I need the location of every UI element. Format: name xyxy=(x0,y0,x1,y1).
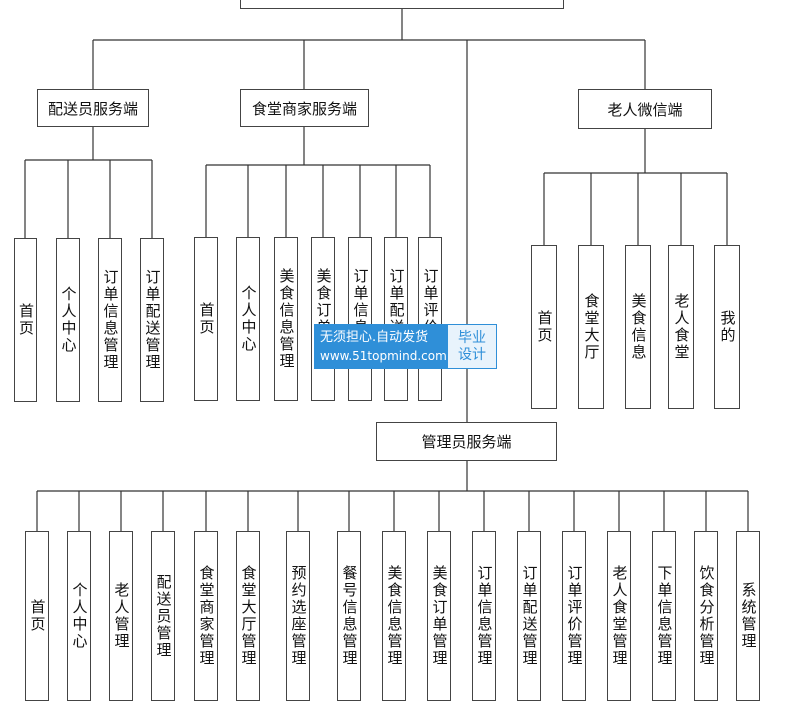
admin-child-seat-reservation-mgmt: 预约选座管理 xyxy=(286,531,310,701)
watermark-badge: 毕业 设计 xyxy=(447,324,497,369)
merchant-child-order-info: 订单信息管理 xyxy=(348,237,372,401)
merchant-child-home: 首页 xyxy=(194,237,218,401)
watermark-slogan: 无须担心.自动发货 xyxy=(320,329,429,345)
merchant-child-order-review: 订单评价管理 xyxy=(418,237,442,401)
merchant-child-order-delivery: 订单配送管理 xyxy=(384,237,408,401)
elder-child-elder-canteen: 老人食堂 xyxy=(668,245,694,409)
admin-child-diet-analysis-mgmt: 饮食分析管理 xyxy=(694,531,718,701)
watermark-badge-line1: 毕业 xyxy=(458,329,486,346)
admin-child-meal-number-mgmt: 餐号信息管理 xyxy=(337,531,361,701)
admin-child-home: 首页 xyxy=(25,531,49,701)
admin-child-courier-mgmt: 配送员管理 xyxy=(151,531,175,701)
elder-child-home: 首页 xyxy=(531,245,557,409)
courier-child-profile: 个人中心 xyxy=(56,238,80,402)
watermark-text-block: 无须担心.自动发货 www.51topmind.com xyxy=(314,324,447,369)
merchant-child-profile: 个人中心 xyxy=(236,237,260,401)
root-node xyxy=(240,0,564,9)
elder-child-food-info: 美食信息 xyxy=(625,245,651,409)
watermark-badge-line2: 设计 xyxy=(458,346,486,363)
admin-child-order-placement-mgmt: 下单信息管理 xyxy=(652,531,676,701)
courier-child-order-info: 订单信息管理 xyxy=(98,238,122,402)
merchant-child-food-info: 美食信息管理 xyxy=(274,237,298,401)
admin-child-system-mgmt: 系统管理 xyxy=(736,531,760,701)
courier-child-home: 首页 xyxy=(14,238,37,402)
admin-child-merchant-mgmt: 食堂商家管理 xyxy=(194,531,218,701)
admin-child-canteen-hall-mgmt: 食堂大厅管理 xyxy=(236,531,260,701)
admin-child-profile: 个人中心 xyxy=(67,531,91,701)
admin-service-node: 管理员服务端 xyxy=(376,422,557,461)
admin-child-elder-mgmt: 老人管理 xyxy=(109,531,133,701)
admin-child-food-info-mgmt: 美食信息管理 xyxy=(382,531,406,701)
elder-child-mine: 我的 xyxy=(714,245,740,409)
admin-child-order-info-mgmt: 订单信息管理 xyxy=(472,531,496,701)
admin-child-food-order-mgmt: 美食订单管理 xyxy=(427,531,451,701)
courier-service-node: 配送员服务端 xyxy=(37,89,149,127)
watermark-url: www.51topmind.com xyxy=(320,348,447,363)
merchant-service-node: 食堂商家服务端 xyxy=(240,89,369,127)
admin-child-elder-canteen-mgmt: 老人食堂管理 xyxy=(607,531,631,701)
admin-child-order-delivery-mgmt: 订单配送管理 xyxy=(517,531,541,701)
elder-wechat-node: 老人微信端 xyxy=(578,89,712,129)
admin-child-order-review-mgmt: 订单评价管理 xyxy=(562,531,586,701)
watermark-banner: 无须担心.自动发货 www.51topmind.com 毕业 设计 xyxy=(314,324,497,369)
merchant-child-food-order: 美食订单管理 xyxy=(311,237,335,401)
courier-child-order-delivery: 订单配送管理 xyxy=(140,238,164,402)
elder-child-canteen-hall: 食堂大厅 xyxy=(578,245,604,409)
